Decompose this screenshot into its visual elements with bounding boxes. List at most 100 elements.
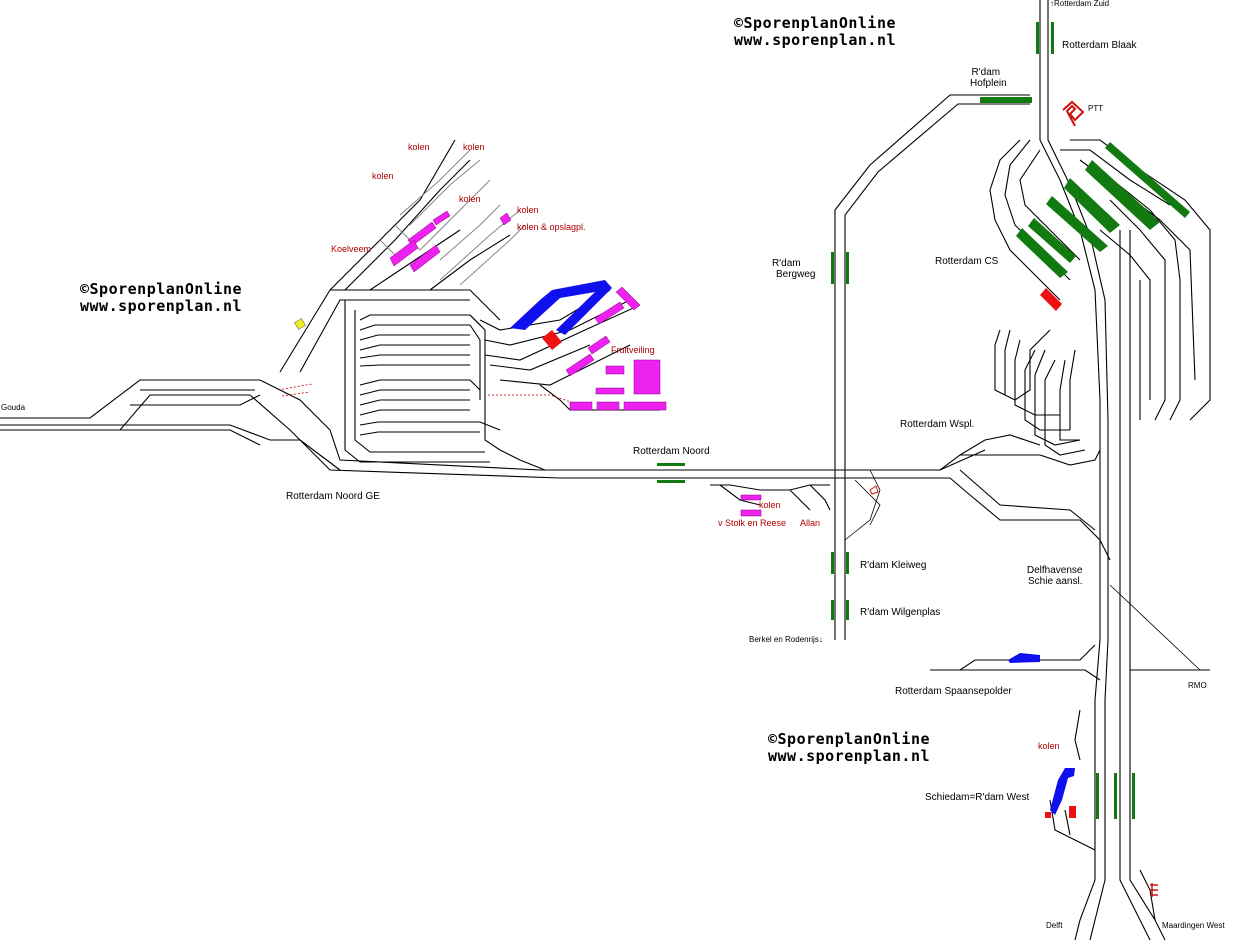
label-ptt: PTT [1088,104,1104,113]
wspl-yard [939,329,1101,471]
label-koelveem: Koelveem [331,244,372,254]
platform-cs-1 [1105,142,1190,218]
label-schiedam: Schiedam=R'dam West [925,792,1030,803]
label-delfshavense-1: Delfhavense [1026,565,1083,576]
label-rmo: RMO [1188,681,1207,690]
fruitveiling-block-1 [605,365,625,375]
label-rotterdam-zuid: ↑Rotterdam Zuid [1050,0,1110,8]
platform-bergweg-2 [846,252,849,284]
label-hofplein-1: R'dam [971,67,1001,78]
koelveem-block-4 [409,244,441,273]
label-wilgenplas: R'dam Wilgenplas [860,607,941,618]
watermark-line2: www.sporenplan.nl [734,31,897,49]
platform-noord-2 [657,480,685,483]
label-fruitveiling: Fruitveiling [611,345,655,355]
watermark-left: ©SporenplanOnline www.sporenplan.nl [80,281,242,315]
label-delfshavense-2: Schie aansl. [1028,576,1083,587]
platform-schiedam-2 [1114,773,1117,819]
label-kolen-2: kolen [463,142,485,152]
koelveem-block-3 [389,239,419,267]
platform-schiedam-1 [1096,773,1099,819]
stolk-block-2 [740,509,762,517]
watermark-line1: ©SporenplanOnline [80,280,243,298]
platform-wilgenplas-2 [846,600,849,620]
platform-blaak-2 [1051,22,1054,54]
harbour-block-1 [615,286,641,311]
platform-kleiweg-1 [831,552,834,574]
harbour-block-2 [594,301,625,325]
label-allan: Allan [800,518,821,528]
spaansepolder-blue [1008,653,1040,663]
cs-station-tracks [989,139,1211,421]
fruitveiling-block-4 [596,401,620,411]
label-bergweg: R'dam Bergweg [772,258,815,280]
blue-harbour-area [510,280,612,335]
label-bergweg-2: Bergweg [776,269,816,280]
label-bergweg-1: R'dam [772,258,801,269]
label-rotterdam-blaak: Rotterdam Blaak [1062,40,1137,51]
label-kolen-opslag: kolen & opslagpl. [517,222,586,232]
platforms [657,22,1190,819]
noord-industry [710,484,831,511]
cs-red-block [1040,288,1062,311]
watermark-line1: ©SporenplanOnline [734,14,897,32]
platform-cs-5 [1028,218,1076,263]
fruitveiling-hall [633,359,661,395]
label-delfshavense: Delfhavense Schie aansl. [1015,565,1083,587]
watermark-line2: www.sporenplan.nl [80,297,243,315]
platform-schiedam-3 [1132,773,1135,819]
gouda-junction-sidings [277,383,313,397]
label-rotterdam-noord: Rotterdam Noord [633,446,710,457]
fruitveiling-block-5 [623,401,667,411]
label-spaansepolder: Rotterdam Spaansepolder [895,686,1012,697]
label-kolen-schiedam: kolen [1038,741,1060,751]
koelveem-block-1 [432,210,451,226]
fruitveiling-block-3 [569,401,593,411]
label-rotterdam-wspl: Rotterdam Wspl. [900,419,975,430]
schiedam-red-1 [1069,806,1076,818]
platform-bergweg-1 [831,252,834,284]
industry-areas [277,100,1158,897]
fruitveiling-block-2 [595,387,625,395]
platform-cs-2 [1085,160,1160,230]
schiedam-red-2 [1045,812,1051,818]
label-rotterdam-cs: Rotterdam CS [935,256,999,267]
label-v-stolk: v Stolk en Reese [718,518,787,528]
label-kolen-3: kolen [372,171,394,181]
main-line-gouda-noord [0,289,1040,479]
label-kolen-4: kolen [459,194,481,204]
watermark-line2: www.sporenplan.nl [768,747,931,765]
platform-blaak-1 [1036,22,1039,54]
label-hofplein: R'dam Hofplein [965,67,1007,89]
stolk-block-1 [740,494,762,501]
maardingen-red-marker [1150,883,1158,897]
south-lines [930,469,1210,921]
label-hofplein-2: Hofplein [970,78,1007,89]
hofplein-line [834,94,1030,640]
platform-cs-3 [1064,178,1120,233]
ptt-siding [1062,100,1085,127]
label-kolen-5: kolen [517,205,539,215]
label-rotterdam-noord-ge: Rotterdam Noord GE [286,491,380,502]
red-harbour-block [542,330,562,350]
kolen-opslag-block [499,212,512,226]
label-maardingen: Maardingen West [1162,921,1225,930]
label-delft: Delft [1046,921,1063,930]
yard-noord-ge [344,300,546,471]
harbour-block-3 [587,335,611,355]
harbour-block-4 [565,353,595,377]
platform-kleiweg-2 [846,552,849,574]
platform-noord-1 [657,463,685,466]
label-kolen-stolk: kolen [759,500,781,510]
label-kleiweg: R'dam Kleiweg [860,560,927,571]
cs-north-south-line [1039,0,1166,940]
platform-hofplein [980,97,1032,103]
label-berkel: Berkel en Rodenrijs↓ [749,635,823,644]
platform-cs-4 [1046,196,1108,252]
yellow-marker [294,318,306,330]
watermark-top: ©SporenplanOnline www.sporenplan.nl [734,15,896,49]
watermark-line1: ©SporenplanOnline [768,730,931,748]
schiedam-blue [1050,768,1075,815]
label-kolen-1: kolen [408,142,430,152]
